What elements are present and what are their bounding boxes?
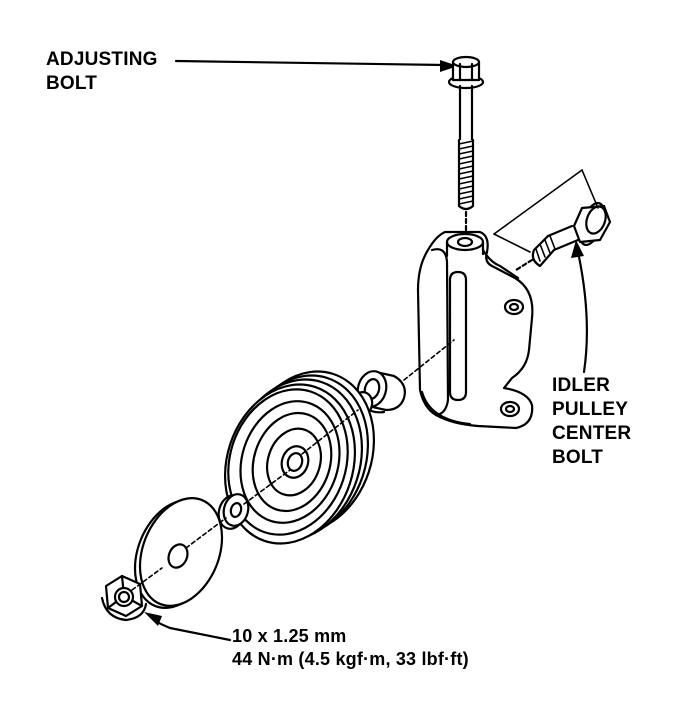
- large-washer: [133, 497, 227, 609]
- adjusting-bolt-label: ADJUSTING BOLT: [46, 48, 158, 96]
- idler-pulley: [223, 370, 376, 545]
- flange-nut: [100, 567, 163, 622]
- adjusting-bolt-label-line-1: ADJUSTING: [46, 49, 158, 70]
- center-bolt-label-line-2: PULLEY: [552, 399, 629, 420]
- adjusting-bolt-leader: [174, 59, 458, 72]
- small-washer: [217, 469, 291, 530]
- center-bolt-reference-lines: [493, 169, 599, 253]
- idler-pulley-center-bolt: [514, 201, 612, 272]
- center-bolt-label-line-4: BOLT: [552, 447, 604, 468]
- idler-bracket: [416, 230, 534, 430]
- center-bolt-label-line-1: IDLER: [552, 375, 610, 396]
- torque-spec-label: 10 x 1.25 mm 44 N·m (4.5 kgf·m, 33 lbf·f…: [232, 625, 469, 671]
- torque-spec-value: 44 N·m (4.5 kgf·m, 33 lbf·ft): [232, 649, 469, 669]
- torque-spec-thread-size: 10 x 1.25 mm: [232, 626, 347, 646]
- spec-leader: [144, 612, 232, 642]
- center-bolt-leader: [571, 240, 588, 374]
- idler-pulley-center-bolt-label: IDLER PULLEY CENTER BOLT: [552, 374, 631, 470]
- adjusting-bolt: [447, 55, 485, 234]
- center-bolt-label-line-3: CENTER: [552, 423, 632, 444]
- adjusting-bolt-label-line-2: BOLT: [46, 73, 98, 94]
